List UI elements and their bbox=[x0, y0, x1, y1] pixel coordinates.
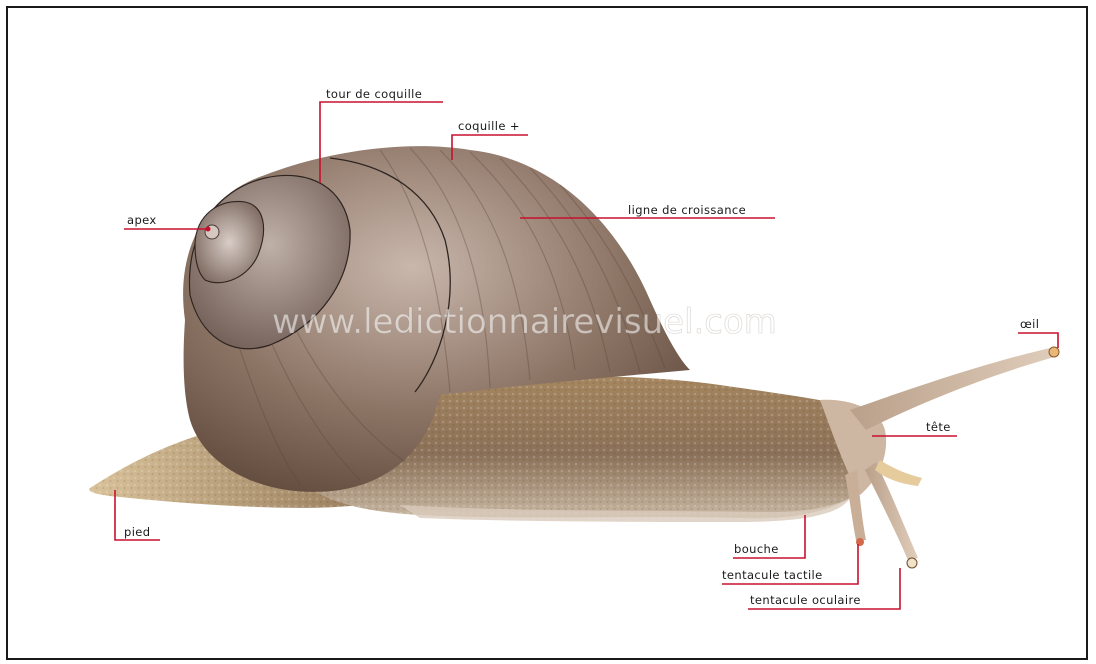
watermark: www.ledictionnairevisuel.com bbox=[272, 302, 777, 342]
label-bouche: bouche bbox=[734, 542, 779, 556]
eye-upper bbox=[1049, 347, 1059, 357]
label-tentacule-oculaire: tentacule oculaire bbox=[750, 593, 861, 607]
ocular-tentacle-upper bbox=[850, 348, 1058, 430]
snail-illustration bbox=[89, 146, 1059, 568]
label-tour-de-coquille: tour de coquille bbox=[326, 87, 422, 101]
label-tete: tête bbox=[926, 420, 951, 434]
leader-oeil bbox=[1018, 333, 1058, 348]
label-pied: pied bbox=[124, 525, 150, 539]
label-tentacule-tactile: tentacule tactile bbox=[722, 568, 823, 582]
label-oeil: œil bbox=[1020, 317, 1039, 331]
label-coquille: coquille + bbox=[458, 119, 520, 133]
eye-lower bbox=[907, 558, 917, 568]
label-apex: apex bbox=[127, 213, 157, 227]
label-ligne-de-croissance: ligne de croissance bbox=[628, 203, 746, 217]
